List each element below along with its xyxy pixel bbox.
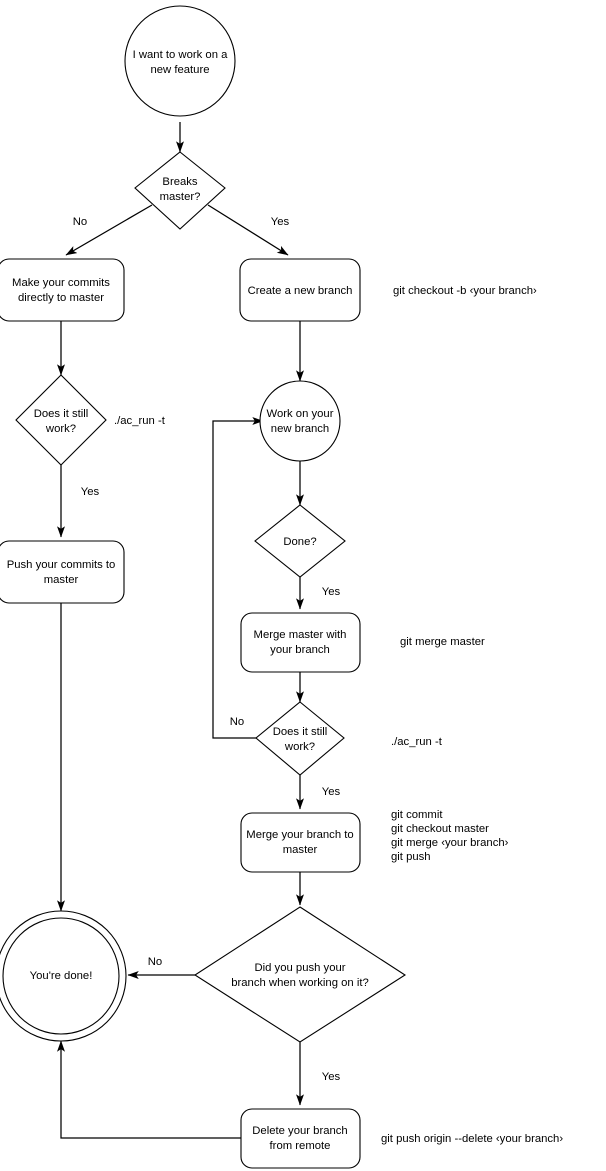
node-merge-your-branch-to-master[interactable]: Merge your branch to master	[240, 812, 361, 873]
merge-master-label-line1: Merge master with	[254, 629, 347, 641]
node-did-you-push-branch[interactable]: Did you push your branch when working on…	[193, 906, 407, 1043]
edge-breaks-master-yes	[207, 204, 289, 256]
does-it-work-branch-label-line2: work?	[284, 741, 315, 753]
done-diamond-shape	[254, 504, 346, 578]
node-does-it-still-work-master[interactable]: Does it still work?	[15, 374, 107, 466]
node-create-a-new-branch[interactable]: Create a new branch	[239, 258, 361, 322]
delete-branch-rect-shape	[240, 1108, 361, 1169]
edge-label-does-it-work-left-yes: Yes	[81, 486, 100, 498]
youre-done-label-line1: You're done!	[30, 970, 93, 982]
annotation-git-commit-line3: git merge ‹your branch›	[391, 837, 509, 849]
edge-label-does-it-work-branch-yes: Yes	[322, 786, 341, 798]
create-branch-label-line1: Create a new branch	[248, 285, 353, 297]
delete-branch-label-line2: from remote	[270, 1140, 331, 1152]
done-label-line1: Done?	[283, 536, 316, 548]
annotation-git-commit-line2: git checkout master	[391, 823, 489, 835]
node-merge-master-with-your-branch[interactable]: Merge master with your branch	[240, 612, 361, 673]
does-it-work-left-label-line1: Does it still	[34, 408, 89, 420]
node-push-your-commits-to-master[interactable]: Push your commits to master	[0, 540, 125, 604]
youre-done-outer-circle-shape	[0, 910, 127, 1042]
does-it-work-branch-label-line1: Does it still	[273, 726, 328, 738]
edge-label-breaks-master-yes: Yes	[271, 216, 290, 228]
node-make-commits-directly-to-master[interactable]: Make your commits directly to master	[0, 258, 125, 322]
annotation-git-checkout-b: git checkout -b ‹your branch›	[393, 285, 537, 297]
make-commits-label-line1: Make your commits	[12, 277, 110, 289]
node-youre-done[interactable]: You're done!	[0, 910, 127, 1042]
edge-label-breaks-master-no: No	[73, 216, 87, 228]
work-on-branch-label-line1: Work on your	[267, 408, 334, 420]
annotation-ac-run-left: ./ac_run -t	[114, 415, 166, 427]
delete-branch-label-line1: Delete your branch	[252, 1125, 347, 1137]
make-commits-rect-shape	[0, 258, 125, 322]
edge-delete-branch-to-youre-done	[56, 1040, 241, 1139]
breaks-master-label-line1: Breaks	[162, 176, 198, 188]
merge-branch-rect-shape	[240, 812, 361, 873]
did-you-push-label-line1: Did you push your	[254, 962, 345, 974]
does-it-work-branch-diamond-shape	[255, 701, 345, 776]
did-you-push-diamond-shape	[193, 906, 407, 1043]
edge-label-done-yes: Yes	[322, 586, 341, 598]
edge-label-did-you-push-yes: Yes	[322, 1071, 341, 1083]
push-commits-rect-shape	[0, 540, 125, 604]
make-commits-label-line2: directly to master	[18, 292, 104, 304]
edge-breaks-master-no	[65, 204, 153, 256]
node-does-it-still-work-branch[interactable]: Does it still work?	[255, 701, 345, 776]
node-work-on-your-new-branch[interactable]: Work on your new branch	[259, 380, 341, 462]
start-label-line2: new feature	[150, 64, 209, 76]
breaks-master-diamond-shape	[134, 151, 226, 230]
merge-master-rect-shape	[240, 612, 361, 673]
merge-branch-label-line1: Merge your branch to	[246, 829, 353, 841]
annotation-git-commit-line4: git push	[391, 851, 431, 863]
merge-master-label-line2: your branch	[270, 644, 330, 656]
annotation-git-commit-line1: git commit	[391, 809, 443, 821]
did-you-push-label-line2: branch when working on it?	[231, 977, 369, 989]
edge-label-does-it-work-branch-no: No	[230, 716, 244, 728]
edge-label-did-you-push-no: No	[148, 956, 162, 968]
push-commits-label-line2: master	[44, 574, 79, 586]
edges-layer	[56, 122, 305, 1139]
node-breaks-master[interactable]: Breaks master?	[134, 151, 226, 230]
create-branch-rect-shape	[239, 258, 361, 322]
annotation-git-push-origin-delete: git push origin --delete ‹your branch›	[381, 1133, 563, 1145]
node-start[interactable]: I want to work on a new feature	[124, 5, 236, 117]
youre-done-inner-circle-shape	[2, 917, 120, 1035]
start-circle-shape	[124, 5, 236, 117]
push-commits-label-line1: Push your commits to	[7, 559, 116, 571]
annotation-git-merge-master: git merge master	[400, 636, 485, 648]
does-it-work-left-diamond-shape	[15, 374, 107, 466]
edge-does-it-work-branch-no-loopback	[212, 416, 264, 739]
edge-labels-layer: No Yes Yes Yes No Yes No Yes	[73, 216, 341, 1083]
does-it-work-left-label-line2: work?	[45, 423, 76, 435]
work-on-branch-circle-shape	[259, 380, 341, 462]
annotation-ac-run-branch: ./ac_run -t	[391, 736, 443, 748]
merge-branch-label-line2: master	[283, 844, 318, 856]
node-done-question[interactable]: Done?	[254, 504, 346, 578]
work-on-branch-label-line2: new branch	[271, 423, 329, 435]
start-label-line1: I want to work on a	[133, 49, 229, 61]
node-delete-your-branch-from-remote[interactable]: Delete your branch from remote	[240, 1108, 361, 1169]
breaks-master-label-line2: master?	[160, 191, 201, 203]
annotations-layer: git checkout -b ‹your branch› ./ac_run -…	[114, 285, 563, 1145]
